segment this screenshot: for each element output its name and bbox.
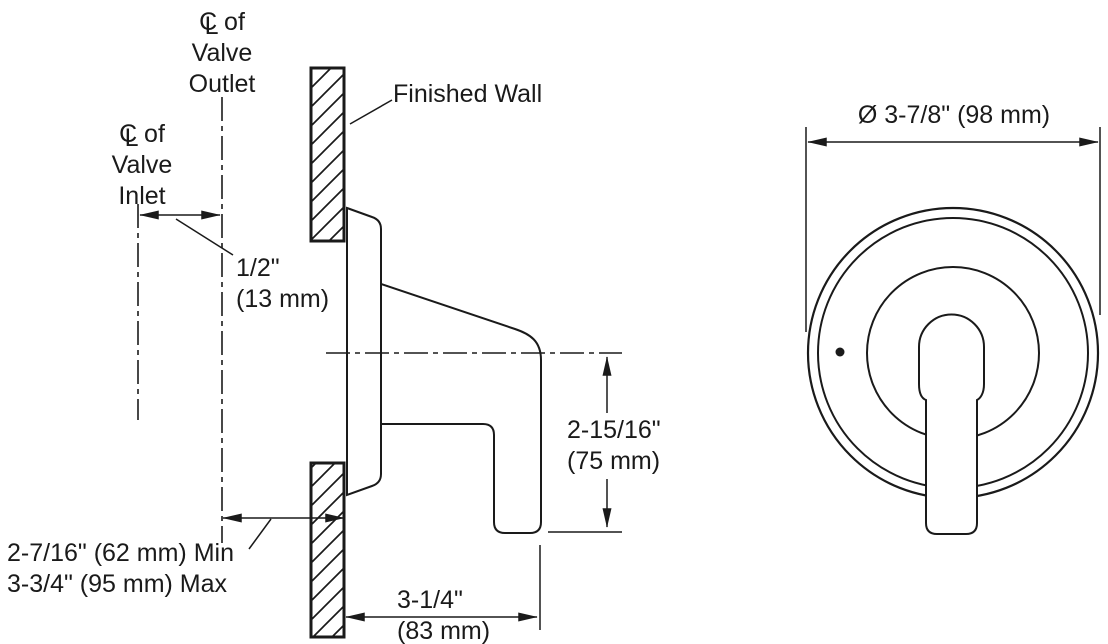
handle-front-profile	[918, 313, 985, 535]
diameter-dimension-label: Ø 3-7/8" (98 mm)	[857, 101, 1051, 129]
finished-wall-section-lower	[309, 461, 346, 639]
depth-minmax-label: 2-7/16" (62 mm) Min 3-3/4" (95 mm) Max	[7, 539, 234, 598]
escutcheon-side-profile	[346, 206, 382, 497]
finished-wall-leader	[349, 99, 393, 125]
offset-dimension-leader	[175, 218, 234, 256]
offset-dimension-label: 1/2" (13 mm)	[236, 254, 330, 313]
indicator-dot	[835, 347, 845, 357]
projection-dimension-label: 3-1/4" (83 mm)	[397, 586, 491, 644]
finished-wall-section-upper	[309, 66, 346, 243]
centerline-symbol: CL	[119, 120, 139, 152]
handle-drop-dimension-label: 2-15/16" (75 mm)	[567, 416, 661, 475]
handle-side-profile	[380, 282, 542, 534]
depth-dimension-leader	[248, 518, 272, 550]
centerline-symbol: CL	[199, 8, 219, 40]
finished-wall-label: Finished Wall	[393, 80, 543, 108]
